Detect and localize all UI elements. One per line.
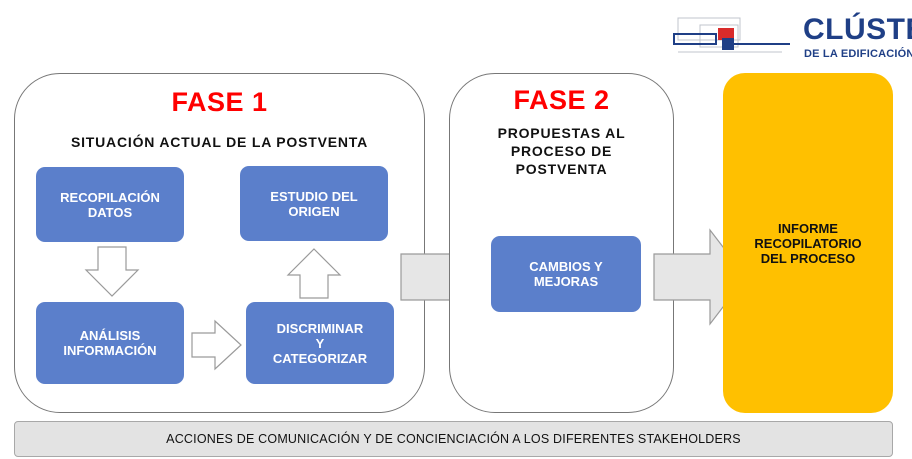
box-cambios-mejoras: CAMBIOS Y MEJORAS xyxy=(491,236,641,312)
box-analisis-informacion: ANÁLISIS INFORMACIÓN xyxy=(36,302,184,384)
arrow-down-icon xyxy=(84,246,140,297)
arrow-right-icon xyxy=(191,319,242,371)
phase-2-subtitle: PROPUESTAS AL PROCESO DE POSTVENTA xyxy=(497,125,626,177)
box-recopilacion-datos: RECOPILACIÓN DATOS xyxy=(36,167,184,242)
box-discriminar-categorizar: DISCRIMINAR Y CATEGORIZAR xyxy=(246,302,394,384)
phase-1-title: FASE 1 xyxy=(171,87,268,117)
arrow-up-icon xyxy=(286,248,342,299)
phase-2-title: FASE 2 xyxy=(513,85,610,115)
logo-title: CLÚSTER xyxy=(803,13,912,46)
box-estudio-origen: ESTUDIO DEL ORIGEN xyxy=(240,166,388,241)
result-informe-box: INFORME RECOPILATORIO DEL PROCESO xyxy=(723,73,893,413)
logo-subtitle: DE LA EDIFICACIÓN xyxy=(804,48,912,60)
phase-1-subtitle: SITUACIÓN ACTUAL DE LA POSTVENTA xyxy=(70,134,369,150)
footer-actions-bar: ACCIONES DE COMUNICACIÓN Y DE CONCIENCIA… xyxy=(14,421,893,457)
cluster-logo-icon xyxy=(673,17,790,53)
